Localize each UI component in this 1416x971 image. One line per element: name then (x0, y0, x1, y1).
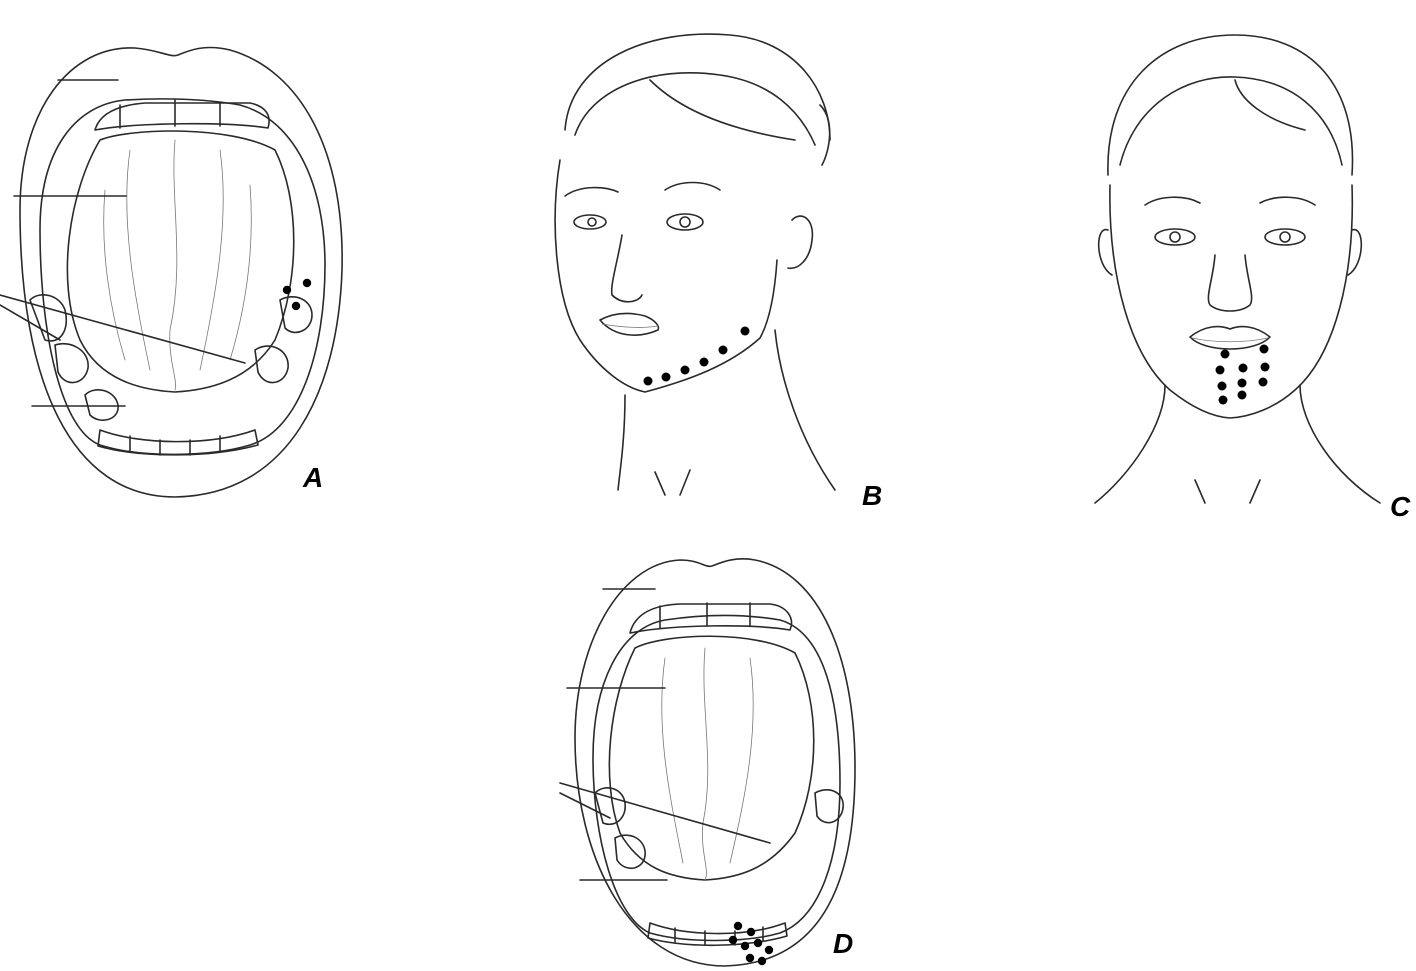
marker-dot (1239, 364, 1248, 373)
marker-dot (1261, 363, 1270, 372)
face-illustration-b (530, 20, 900, 510)
marker-dot (292, 302, 300, 310)
mouth-illustration-d (555, 548, 875, 971)
marker-dot (283, 286, 291, 294)
panel-c: C (1090, 25, 1416, 525)
marker-dot (644, 377, 653, 386)
marker-dot (758, 957, 766, 965)
marker-dot (741, 942, 749, 950)
marker-dot (765, 946, 773, 954)
marker-dot (1238, 379, 1247, 388)
marker-dot (1221, 350, 1230, 359)
marker-dot (1259, 378, 1268, 387)
marker-dot (1216, 366, 1225, 375)
panel-a: A (0, 0, 350, 520)
marker-dot (303, 279, 311, 287)
panel-d: D (555, 548, 875, 971)
panel-b: B (530, 20, 900, 510)
marker-dot (746, 954, 754, 962)
marker-dot (662, 373, 671, 382)
marker-dot (681, 366, 690, 375)
panel-label-d: D (833, 930, 853, 958)
marker-dot (1218, 382, 1227, 391)
marker-dot (1238, 391, 1247, 400)
marker-dot (1260, 345, 1269, 354)
marker-dot (1219, 396, 1228, 405)
marker-dot (719, 346, 728, 355)
panel-label-c: C (1390, 493, 1410, 521)
marker-dot (747, 928, 755, 936)
panel-label-b: B (862, 482, 882, 510)
face-illustration-c (1090, 25, 1416, 525)
marker-dot (754, 939, 762, 947)
marker-dot (700, 358, 709, 367)
panel-label-a: A (303, 464, 323, 492)
marker-dot (734, 922, 742, 930)
marker-dot (729, 936, 737, 944)
marker-dot (741, 327, 750, 336)
mouth-illustration-a (0, 0, 350, 520)
